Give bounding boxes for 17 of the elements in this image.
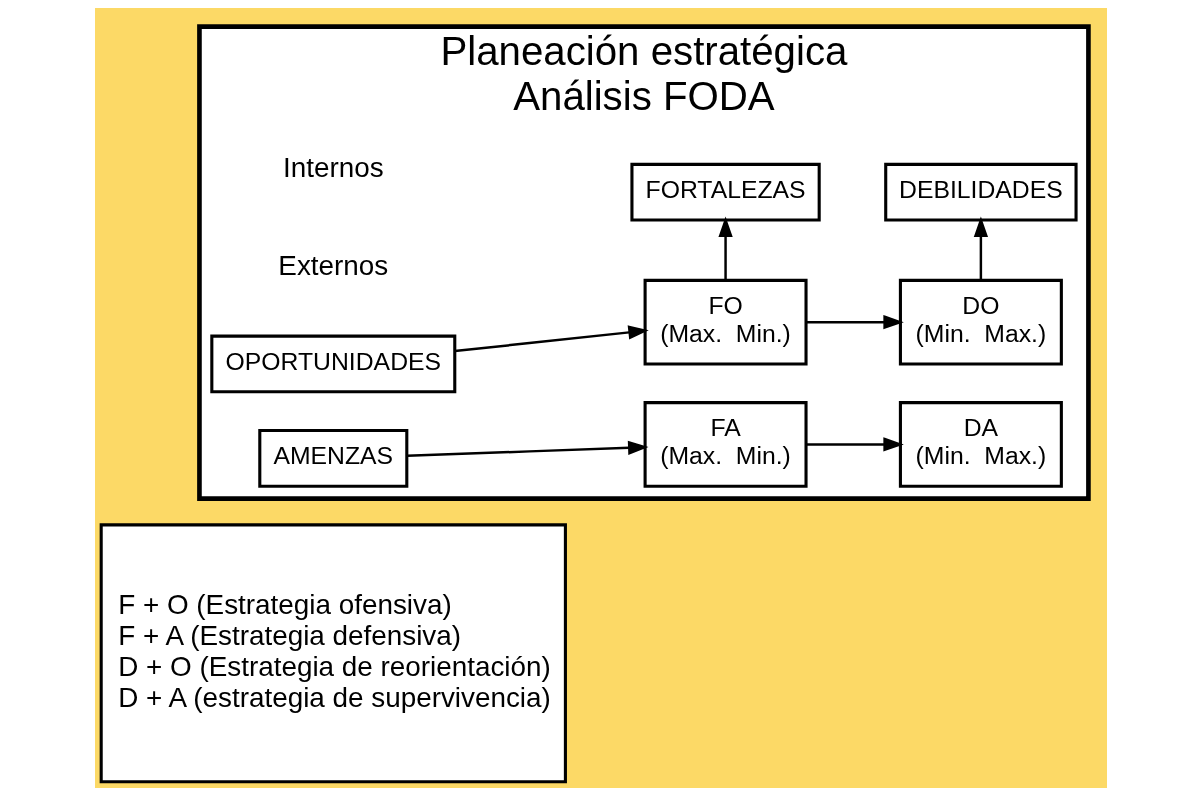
node-box: FO (Max. Min.)	[643, 278, 808, 366]
arrow	[718, 216, 733, 281]
node-box: DEBILIDADES	[884, 162, 1078, 222]
arrow	[806, 315, 904, 330]
arrow	[407, 440, 649, 457]
node-box: DA (Min. Max.)	[898, 401, 1063, 488]
node-box: OPORTUNIDADES	[210, 334, 457, 394]
arrow	[973, 216, 989, 281]
arrow	[454, 325, 649, 353]
node-box: F + O (Estrategia ofensiva) F + A (Estrategia defensiva) D + O (Estrategia de reorientación) D + A (estrategia de supervivencia)	[99, 523, 567, 784]
node-box: FA (Max. Min.)	[643, 401, 808, 488]
node-box: FORTALEZAS	[630, 162, 821, 222]
arrow	[806, 437, 904, 452]
label: Externos	[278, 249, 389, 281]
label: Internos	[282, 152, 384, 184]
node-box: DO (Min. Max.)	[898, 278, 1063, 366]
node-box: AMENZAS	[258, 428, 409, 488]
